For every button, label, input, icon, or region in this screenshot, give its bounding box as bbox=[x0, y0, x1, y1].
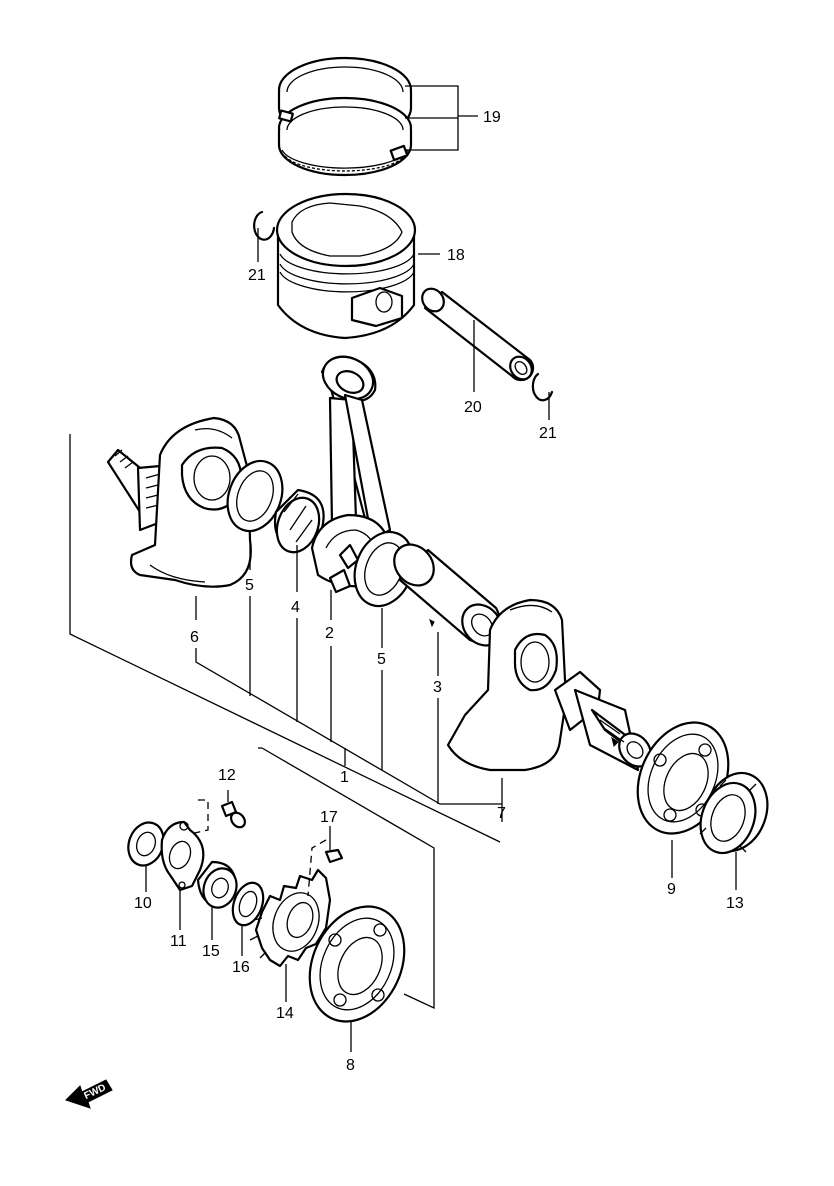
label-16: 16 bbox=[232, 959, 250, 976]
needle-bearing bbox=[273, 488, 325, 554]
fwd-label: FWD bbox=[82, 1082, 107, 1102]
label-19: 19 bbox=[483, 109, 501, 126]
spacer-15 bbox=[196, 860, 238, 909]
label-21-right: 21 bbox=[539, 425, 557, 442]
lock-plate-11 bbox=[160, 820, 205, 892]
washer-16 bbox=[231, 881, 265, 927]
washer-10 bbox=[127, 821, 165, 867]
label-4: 4 bbox=[291, 599, 300, 616]
crankshaft-nut-right bbox=[699, 771, 769, 855]
label-1: 1 bbox=[340, 769, 349, 786]
piston-pin bbox=[421, 287, 535, 382]
label-17: 17 bbox=[320, 809, 338, 826]
label-13: 13 bbox=[726, 895, 744, 912]
leader-lines bbox=[69, 85, 737, 1052]
label-7: 7 bbox=[497, 805, 506, 822]
part-number-labels: 19 18 21 20 21 5 4 6 2 5 3 1 12 7 17 9 1… bbox=[134, 109, 744, 1074]
piston bbox=[275, 192, 417, 340]
bolt-12 bbox=[220, 800, 246, 829]
ball-bearing-left bbox=[308, 905, 406, 1023]
primary-drive-gear-14 bbox=[249, 868, 332, 968]
label-18: 18 bbox=[447, 247, 465, 264]
key-17 bbox=[324, 848, 344, 864]
label-2: 2 bbox=[325, 625, 334, 642]
label-15: 15 bbox=[202, 943, 220, 960]
crankshaft-right-half bbox=[446, 598, 652, 772]
label-6: 6 bbox=[190, 629, 199, 646]
crankshaft-left-half bbox=[106, 416, 252, 588]
fwd-direction-arrow: FWD bbox=[65, 1079, 113, 1109]
label-11: 11 bbox=[170, 933, 187, 950]
label-3: 3 bbox=[433, 679, 442, 696]
label-20: 20 bbox=[464, 399, 482, 416]
label-8: 8 bbox=[346, 1057, 355, 1074]
label-21-left: 21 bbox=[248, 267, 266, 284]
piston-rings bbox=[277, 56, 413, 177]
label-10: 10 bbox=[134, 895, 152, 912]
label-14: 14 bbox=[276, 1005, 294, 1022]
thrust-washer-left bbox=[226, 459, 284, 533]
label-5-left: 5 bbox=[245, 577, 254, 594]
connecting-rod bbox=[310, 355, 392, 594]
label-9: 9 bbox=[667, 881, 676, 898]
label-12: 12 bbox=[218, 767, 236, 784]
piston-pin-circlip-left bbox=[253, 210, 276, 241]
label-5-right: 5 bbox=[377, 651, 386, 668]
